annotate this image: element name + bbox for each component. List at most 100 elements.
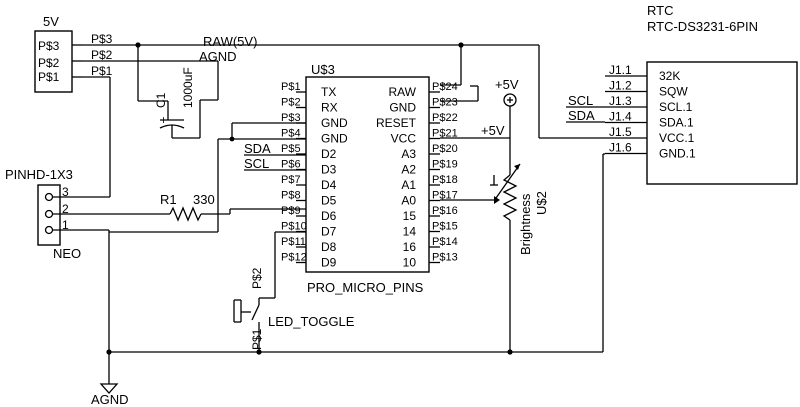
neo-pin-3-hole — [44, 192, 54, 202]
supply-pin-3: P$3 — [38, 39, 60, 53]
mcu-left-pin-name-5: D2 — [321, 147, 337, 161]
mcu-right-pad-6: P$19 — [432, 159, 458, 171]
mcu-right-pad-9: P$16 — [432, 205, 458, 217]
rtc-pin-1: J1.1 — [609, 63, 632, 77]
mcu-left-pad-10: P$10 — [281, 221, 307, 233]
pot-u2: +5V U$2 Brightness — [490, 77, 549, 352]
mcu-left-pin-name-8: D5 — [321, 194, 337, 208]
mcu-left-pad-3: P$3 — [281, 112, 301, 124]
mcu-right-pin-name-9: 15 — [403, 209, 417, 223]
pot-name: Brightness — [518, 193, 533, 255]
capacitor-ref: C1 — [154, 92, 168, 108]
mcu-left-pad-4: P$4 — [281, 128, 301, 140]
mcu-right-pad-3: P$22 — [432, 112, 458, 124]
mcu-body — [305, 76, 430, 273]
led-toggle-switch: P$2 P$1 LED_TOGGLE — [233, 231, 355, 352]
mcu-right-pin-name-5: A3 — [401, 147, 416, 161]
rtc-pin-2: J1.2 — [609, 79, 632, 93]
switch-pin-1: P$1 — [250, 328, 264, 350]
resistor-value: 330 — [193, 192, 215, 207]
pot-5v-label: +5V — [495, 77, 519, 92]
ground-rail: AGND — [91, 122, 605, 407]
mcu-left-pad-12: P$12 — [281, 252, 307, 264]
mcu-left-pin-name-1: TX — [321, 85, 336, 99]
neo-pin-2-hole — [44, 209, 54, 219]
sda-left-label: SDA — [244, 141, 271, 156]
sda-right-label: SDA — [568, 108, 595, 123]
mcu-right-pad-7: P$18 — [432, 174, 458, 186]
rtc-pin-5: J1.5 — [609, 125, 632, 139]
switch-name: LED_TOGGLE — [268, 314, 355, 329]
mcu-left-pin-name-6: D3 — [321, 163, 337, 177]
mcu-left-pad-1: P$1 — [281, 81, 301, 93]
mcu-right-pin-name-4: VCC — [391, 132, 417, 146]
agnd-symbol — [99, 383, 119, 394]
neo-pin-3: 3 — [62, 185, 69, 199]
mcu-right-pad-8: P$17 — [432, 190, 458, 202]
rtc-pin-3: J1.3 — [609, 94, 632, 108]
neo-title: PINHD-1X3 — [5, 167, 73, 182]
rtc-pin-name-1: 32K — [659, 69, 680, 83]
capacitor-c1: C1 1000uF + — [154, 67, 218, 139]
supply-header-title: 5V — [43, 14, 59, 29]
rtc-pin-name-6: GND.1 — [659, 147, 696, 161]
mcu-left-pin-name-3: GND — [321, 116, 348, 130]
resistor-ref: R1 — [160, 192, 177, 207]
pot-wiper-arrow — [494, 196, 500, 204]
rtc-pin-6: J1.6 — [609, 141, 632, 155]
rtc-pin-name-3: SCL.1 — [659, 100, 693, 114]
supply-net-p3: P$3 — [91, 32, 113, 46]
supply-pin-2: P$2 — [38, 56, 60, 70]
supply-header-body — [34, 30, 73, 93]
supply-rails: RAW(5V) AGND — [82, 34, 605, 139]
mcu-left-pin-name-10: D7 — [321, 225, 337, 239]
mcu-right-pin-name-3: RESET — [376, 116, 417, 130]
scl-left-label: SCL — [244, 156, 269, 171]
mcu-right-pad-4: P$21 — [432, 128, 458, 140]
pot-ref: U$2 — [534, 191, 549, 215]
mcu-left-pad-5: P$5 — [281, 143, 301, 155]
raw-net-label: RAW(5V) — [203, 34, 257, 49]
mcu-right-pin-name-12: 10 — [403, 256, 417, 270]
capacitor-plus: + — [160, 113, 167, 127]
neo-pin-1-hole — [44, 225, 54, 235]
mcu-right-pin-name-2: GND — [389, 101, 416, 115]
capacitor-value: 1000uF — [181, 67, 195, 108]
mcu-left-pin-name-11: D8 — [321, 240, 337, 254]
mcu-left-pin-name-2: RX — [321, 101, 338, 115]
agnd-net-label: AGND — [199, 49, 237, 64]
mcu-left-pad-8: P$8 — [281, 190, 301, 202]
mcu-right-pin-name-11: 16 — [403, 240, 417, 254]
supply-pin-1: P$1 — [38, 70, 60, 84]
mcu-right-wiring: +5V — [440, 85, 510, 204]
neo-name: NEO — [53, 246, 81, 261]
i2c-left-labels: SDA SCL — [244, 141, 306, 171]
mcu-right-pad-12: P$13 — [432, 252, 458, 264]
mcu-left-pad-6: P$6 — [281, 159, 301, 171]
mcu-name: PRO_MICRO_PINS — [307, 280, 424, 295]
rtc-title: RTC — [647, 3, 673, 18]
mcu-left-pad-2: P$2 — [281, 97, 301, 109]
mcu-right-pin-name-8: A0 — [401, 194, 416, 208]
mcu-right-pad-1: P$24 — [432, 81, 458, 93]
rtc-part: RTC-DS3231-6PIN — [647, 19, 758, 34]
neo-pin-1: 1 — [62, 218, 69, 232]
rtc-pin-name-4: SDA.1 — [659, 116, 694, 130]
mcu-right-pad-11: P$14 — [432, 236, 458, 248]
supply-net-p1: P$1 — [91, 64, 113, 78]
mcu-left-pad-9: P$9 — [281, 205, 301, 217]
mcu-left-pad-7: P$7 — [281, 174, 301, 186]
mcu-left-pin-name-12: D9 — [321, 256, 337, 270]
mcu-left-pad-11: P$11 — [281, 236, 306, 248]
rtc-pin-name-2: SQW — [659, 85, 688, 99]
mcu-right-pad-2: P$23 — [432, 97, 458, 109]
mcu-right-pin-name-7: A1 — [401, 178, 416, 192]
mcu-right-pin-name-6: A2 — [401, 163, 416, 177]
neo-header: PINHD-1X3 3 2 1 NEO — [5, 167, 81, 261]
agnd-bottom-label: AGND — [91, 392, 129, 407]
rtc-body — [646, 61, 798, 185]
neo-wiring: R1 330 — [72, 77, 306, 384]
